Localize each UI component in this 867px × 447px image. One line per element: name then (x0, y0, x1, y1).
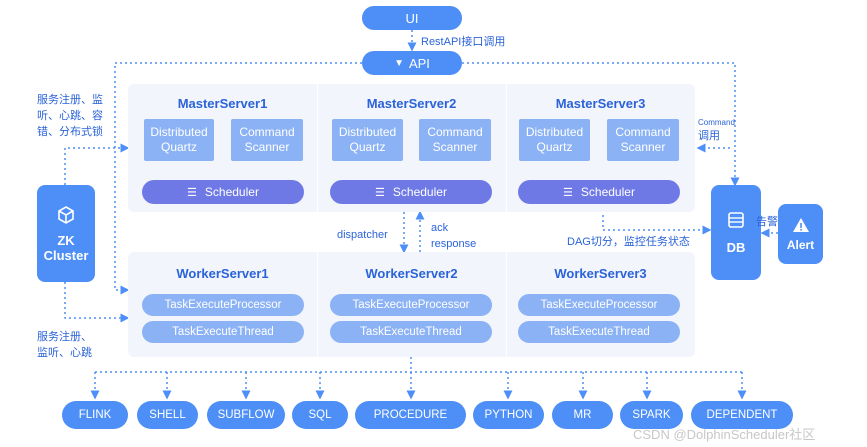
ui-node: UI (362, 6, 462, 30)
scheduler-bar: ☰ Scheduler (330, 180, 492, 204)
scheduler-bar: ☰ Scheduler (142, 180, 304, 204)
box-line: Scanner (432, 140, 478, 154)
tool-dependent: DEPENDENT (691, 401, 793, 429)
zk-label-top-line: 错、分布式锁 (37, 126, 103, 138)
tool-procedure: PROCEDURE (355, 401, 466, 429)
box-line: Command (615, 125, 671, 139)
tool-mr: MR (552, 401, 613, 429)
tool-python: PYTHON (473, 401, 544, 429)
rest-api-label: RestAPI接口调用 (421, 36, 506, 48)
dispatcher-label: dispatcher (337, 229, 388, 241)
tool-sql: SQL (292, 401, 348, 429)
tool-flink: FLINK (62, 401, 128, 429)
ui-label: UI (405, 10, 419, 26)
zk-label-top-line: 服务注册、监 (37, 94, 103, 106)
box-line: Scanner (244, 140, 290, 154)
worker-server-title: WorkerServer1 (176, 266, 269, 281)
master-divider (317, 84, 318, 212)
task-execute-thread: TaskExecuteThread (142, 321, 304, 343)
zk-cluster-node: ZK Cluster (37, 185, 95, 282)
ack-response-label: ack response (431, 220, 476, 252)
box-line: Quartz (160, 140, 197, 154)
zk-label-top: 服务注册、监 听、心跳、容 错、分布式锁 (37, 92, 117, 140)
zk-label-top-line: 听、心跳、容 (37, 110, 103, 122)
alarm-label: 告警 (756, 216, 778, 228)
zk-subtitle: Cluster (43, 247, 89, 263)
master-divider (506, 84, 507, 212)
database-icon (728, 212, 744, 228)
task-execute-processor: TaskExecuteProcessor (518, 294, 680, 316)
tool-spark: SPARK (620, 401, 683, 429)
database-icon: ☰ (375, 186, 385, 199)
box-line: Quartz (349, 140, 386, 154)
scheduler-label: Scheduler (580, 185, 635, 199)
box-line: Command (239, 125, 295, 139)
task-execute-thread: TaskExecuteThread (518, 321, 680, 343)
ack-line: ack (431, 222, 449, 234)
command-call-line: 调用 (698, 130, 720, 142)
database-icon: ☰ (187, 186, 197, 199)
db-label: DB (726, 240, 746, 255)
task-execute-processor: TaskExecuteProcessor (330, 294, 492, 316)
zk-label-bottom-line: 监听、心跳 (37, 347, 92, 359)
box-line: Distributed (525, 125, 584, 139)
command-call-label: Command 调用 (698, 118, 735, 144)
task-execute-thread: TaskExecuteThread (330, 321, 492, 343)
scheduler-label: Scheduler (392, 185, 447, 199)
database-icon: ☰ (563, 186, 573, 199)
tool-shell: SHELL (137, 401, 198, 429)
master-server-title: MasterServer2 (366, 96, 457, 111)
dag-label: DAG切分，监控任务状态 (567, 236, 690, 248)
watermark: CSDN @DolphinScheduler社区 (633, 427, 816, 442)
tool-subflow: SUBFLOW (207, 401, 285, 429)
box-line: Scanner (620, 140, 666, 154)
worker-server-title: WorkerServer3 (554, 266, 647, 281)
db-node: DB (711, 185, 761, 280)
api-label: API (408, 55, 430, 71)
master-server-title: MasterServer1 (177, 96, 268, 111)
alert-node: Alert (778, 204, 823, 264)
alert-label: Alert (786, 237, 815, 252)
api-node: ▼ API (362, 51, 462, 75)
box-line: Quartz (536, 140, 573, 154)
scheduler-label: Scheduler (204, 185, 259, 199)
zk-label-bottom-line: 服务注册、 (37, 331, 92, 343)
task-execute-processor: TaskExecuteProcessor (142, 294, 304, 316)
master-server-title: MasterServer3 (555, 96, 646, 111)
warning-icon (792, 217, 809, 232)
scheduler-bar: ☰ Scheduler (518, 180, 680, 204)
zk-label-bottom: 服务注册、 监听、心跳 (37, 329, 117, 361)
box-line: Command (427, 125, 483, 139)
worker-server-title: WorkerServer2 (365, 266, 458, 281)
worker-divider (317, 252, 318, 357)
ack-line: response (431, 238, 477, 250)
command-call-line: Command (698, 118, 735, 127)
worker-divider (506, 252, 507, 357)
cube-icon (58, 205, 74, 224)
zk-title: ZK (57, 232, 75, 248)
box-line: Distributed (338, 125, 397, 139)
api-icon: ▼ (394, 57, 404, 69)
box-line: Distributed (150, 125, 208, 139)
